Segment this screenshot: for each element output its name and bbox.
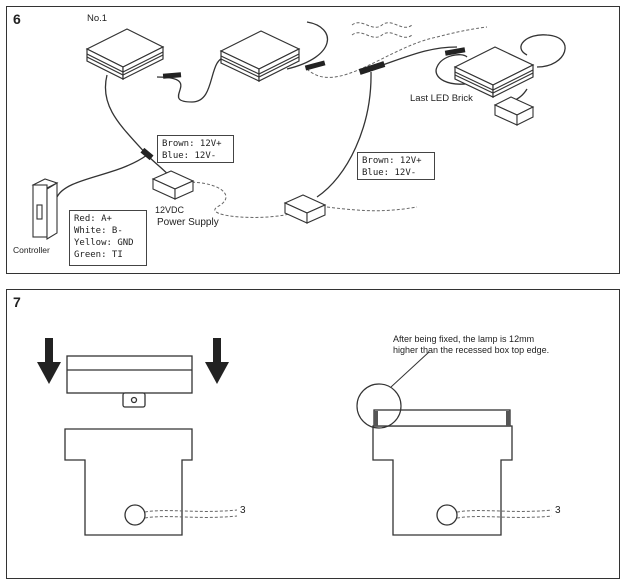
cable-last-left [435, 54, 478, 85]
wire-end-label-left: 3 [240, 505, 246, 516]
note-line-1: After being fixed, the lamp is 12mm [393, 334, 535, 344]
controller-label: Controller [13, 245, 50, 255]
cable-brick1-brick2 [156, 56, 228, 103]
wire-end-label-right: 3 [555, 505, 561, 516]
arrow-left-head [37, 362, 61, 384]
cable-controller [56, 154, 148, 198]
legend-line: Brown: 12V+ [162, 139, 222, 149]
first-brick-label: No.1 [87, 13, 108, 24]
panel-number: 6 [13, 11, 21, 27]
cable-last-loop [520, 34, 566, 68]
arrow-left-shaft [45, 338, 53, 364]
wire-left-1 [144, 509, 238, 513]
wiring-illustration [31, 21, 566, 240]
cable-t-down [316, 71, 372, 198]
dashed-cable-splitter [326, 206, 418, 212]
recessed-box-right [372, 425, 513, 536]
wire-left-2 [144, 515, 238, 519]
wire-right-2 [456, 515, 553, 519]
arrow-right-shaft [213, 338, 221, 364]
dashed-cable-1 [306, 26, 488, 78]
cable-brick2-out [286, 21, 329, 70]
legend-line: Blue: 12V- [362, 168, 417, 178]
legend-line: Brown: 12V+ [362, 156, 422, 166]
psu-voltage-label: 12VDC [155, 205, 185, 215]
note-line-2: higher than the recessed box top edge. [393, 345, 550, 355]
arrow-right-head [205, 362, 229, 384]
installation-illustration [37, 338, 553, 536]
splitter-box [283, 194, 327, 224]
power-legend-left: Brown: 12V+ Blue: 12V- [157, 135, 234, 163]
signal-legend: Red: A+ White: B- Yellow: GND Green: TI [69, 210, 147, 266]
led-brick-last [453, 46, 535, 98]
cable-brick1-down [104, 74, 148, 156]
dashed-wave-top1 [351, 22, 413, 28]
power-legend-right: Brown: 12V+ Blue: 12V- [357, 152, 435, 180]
down-arrows [37, 338, 229, 384]
t-junction-left [140, 147, 154, 161]
legend-line: Blue: 12V- [162, 151, 217, 161]
dashed-wave-top2 [351, 32, 413, 38]
power-supply-box [151, 170, 195, 200]
connector-1 [162, 72, 182, 79]
t-junction-top [358, 61, 386, 75]
dashed-cable-psu [186, 181, 298, 218]
panel-wiring-diagram: 6 [6, 6, 620, 274]
lamp-left [66, 355, 193, 408]
legend-line: Red: A+ [74, 214, 112, 224]
last-brick-label: Last LED Brick [410, 93, 473, 104]
panel-number: 7 [13, 294, 21, 310]
psu-label: Power Supply [157, 217, 219, 228]
legend-line: Green: TI [74, 250, 123, 260]
detail-circle [356, 383, 402, 429]
connector-2 [304, 60, 326, 71]
led-brick-2 [219, 30, 301, 82]
recessed-box-left [64, 428, 193, 536]
connector-3 [444, 47, 466, 56]
lamp-right-fixed [373, 409, 511, 427]
controller-device [31, 178, 59, 240]
end-terminal-box [493, 96, 535, 126]
wire-right-1 [456, 509, 553, 513]
legend-line: White: B- [74, 226, 123, 236]
callout-line [390, 351, 430, 388]
panel-installation-diagram: 7 [6, 289, 620, 579]
led-brick-1 [85, 28, 165, 80]
legend-line: Yellow: GND [74, 238, 134, 248]
